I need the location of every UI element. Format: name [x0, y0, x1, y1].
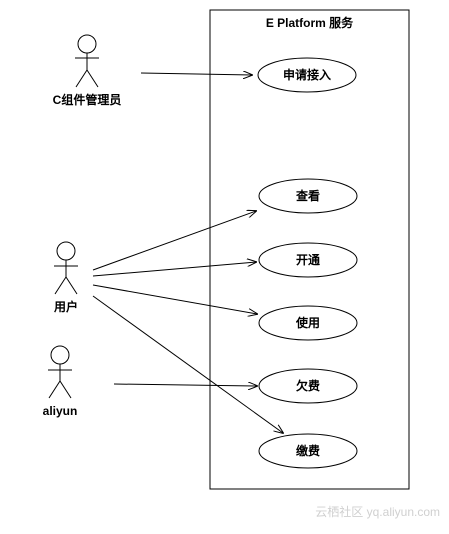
actor-label: aliyun: [43, 404, 78, 418]
stick-figure-icon: [75, 34, 99, 88]
system-title: E Platform 服务: [266, 15, 354, 30]
use-case-activate[interactable]: 开通: [258, 242, 358, 278]
actor-user[interactable]: 用户: [53, 241, 78, 314]
watermark-text: 云栖社区 yq.aliyun.com: [315, 504, 440, 519]
use-case-arrears[interactable]: 欠费: [258, 368, 358, 404]
actor-aliyun[interactable]: aliyun: [43, 345, 78, 418]
use-case-view[interactable]: 查看: [258, 178, 358, 214]
stick-figure-icon: [54, 241, 78, 295]
use-case-use[interactable]: 使用: [258, 305, 358, 341]
use-case-label: 缴费: [296, 443, 320, 458]
use-case-label: 申请接入: [283, 67, 331, 82]
actor-component-admin[interactable]: C组件管理员: [53, 34, 122, 107]
use-case-apply-access[interactable]: 申请接入: [257, 57, 357, 93]
association-user-view: [92, 211, 256, 271]
use-case-pay[interactable]: 缴费: [258, 433, 358, 469]
association-user-pay: [92, 295, 283, 433]
association-admin-apply: [140, 73, 252, 75]
use-case-label: 使用: [295, 315, 320, 330]
use-case-label: 查看: [295, 188, 320, 203]
association-aliyun-arrears: [113, 384, 257, 386]
use-case-label: 欠费: [296, 378, 320, 393]
actor-label: C组件管理员: [53, 92, 122, 107]
actor-label: 用户: [53, 299, 78, 314]
stick-figure-icon: [48, 345, 72, 399]
association-user-activate: [92, 262, 256, 277]
association-user-use: [92, 284, 257, 314]
associations: [92, 73, 283, 433]
use-case-label: 开通: [296, 252, 320, 267]
